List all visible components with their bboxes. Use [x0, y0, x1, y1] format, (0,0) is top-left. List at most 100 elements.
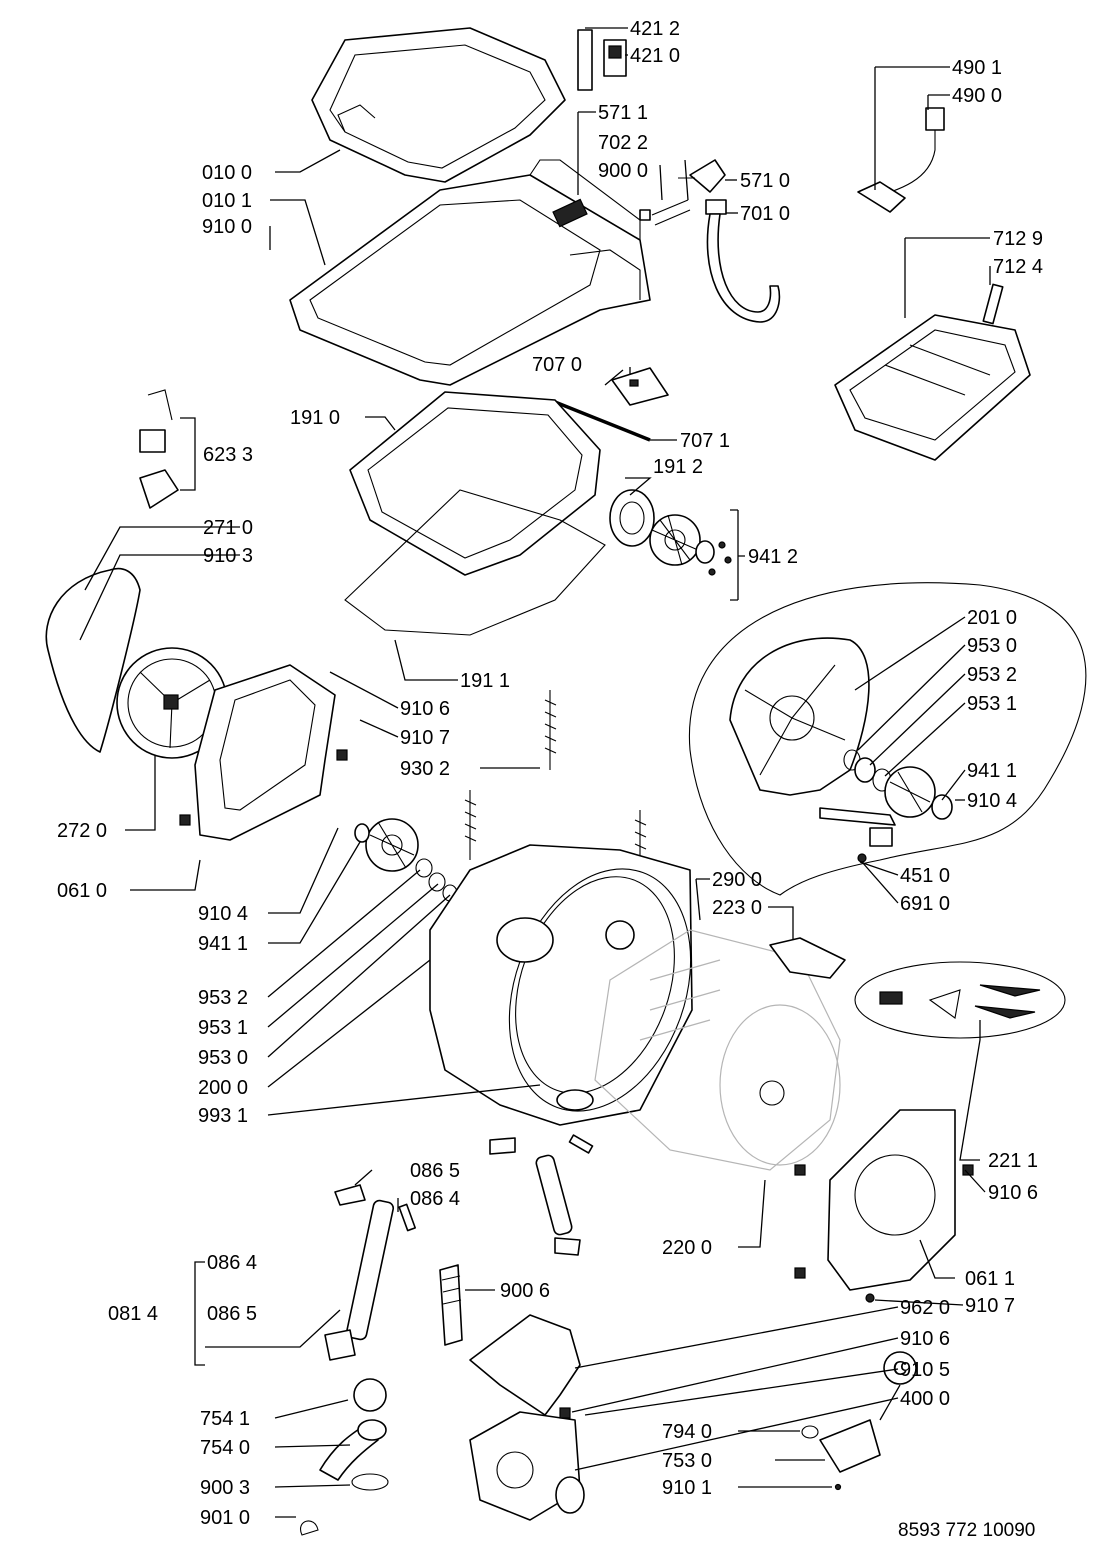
label-191-1: 191 1: [460, 670, 510, 692]
label-941-1: 941 1: [967, 760, 1017, 782]
part-rear-cover-061-0: [179, 664, 348, 841]
label-953-2-b: 953 2: [198, 987, 248, 1009]
part-shield-962: [469, 1314, 581, 1416]
label-910-3: 910 3: [203, 545, 253, 567]
part-drum-220: [594, 929, 841, 1171]
label-941-1-b: 941 1: [198, 933, 248, 955]
label-910-4: 910 4: [967, 790, 1017, 812]
label-061-1: 061 1: [965, 1268, 1015, 1290]
label-200-0: 200 0: [198, 1077, 248, 1099]
label-623-3: 623 3: [203, 444, 253, 466]
label-962-0: 962 0: [900, 1297, 950, 1319]
part-power-cord: [857, 107, 945, 213]
part-bracket-707: [611, 367, 669, 406]
label-910-5: 910 5: [900, 1359, 950, 1381]
label-953-1: 953 1: [967, 693, 1017, 715]
label-900-0: 900 0: [598, 160, 648, 182]
part-pulley-941-1-left: [354, 818, 458, 902]
label-753-0: 753 0: [662, 1450, 712, 1472]
label-191-0: 191 0: [290, 407, 340, 429]
label-081-4: 081 4: [108, 1303, 158, 1325]
part-lid-frame: [311, 27, 566, 183]
label-901-0: 901 0: [200, 1507, 250, 1529]
label-451-0: 451 0: [900, 865, 950, 887]
document-number: 8593 772 10090: [898, 1520, 1035, 1541]
part-gasket-191-1: [344, 489, 606, 636]
label-191-2: 191 2: [653, 456, 703, 478]
label-702-2: 702 2: [598, 132, 648, 154]
part-pump-400: [469, 1407, 585, 1521]
part-module-753: C: [801, 1351, 917, 1491]
label-421-2: 421 2: [630, 18, 680, 40]
label-754-0: 754 0: [200, 1437, 250, 1459]
part-drain-hose-754: [300, 1378, 389, 1536]
part-shock-absorber-081-4: [324, 1134, 594, 1361]
part-filter-900-6: [439, 1264, 463, 1346]
part-lifter-details-221-1: [854, 961, 1066, 1039]
part-pulley-941-2: [649, 514, 732, 576]
label-010-1: 010 1: [202, 190, 252, 212]
label-220-0: 220 0: [662, 1237, 712, 1259]
label-201-0: 201 0: [967, 607, 1017, 629]
label-941-2: 941 2: [748, 546, 798, 568]
label-910-4-b: 910 4: [198, 903, 248, 925]
part-tub-top-ring: [349, 391, 601, 576]
label-910-7: 910 7: [400, 727, 450, 749]
label-910-6-c: 910 6: [900, 1328, 950, 1350]
callout-circle-c-label: C: [893, 1358, 907, 1380]
part-bearing-191-2: [609, 489, 655, 547]
label-754-1: 754 1: [200, 1408, 250, 1430]
label-910-1: 910 1: [662, 1477, 712, 1499]
label-953-2: 953 2: [967, 664, 1017, 686]
label-910-6: 910 6: [400, 698, 450, 720]
part-lifter-223: [769, 937, 846, 979]
part-worktop-frame: [289, 159, 651, 386]
part-drive-belt: [45, 567, 141, 753]
label-691-0: 691 0: [900, 893, 950, 915]
label-086-4: 086 4: [410, 1188, 460, 1210]
label-086-5-b: 086 5: [207, 1303, 257, 1325]
label-086-5: 086 5: [410, 1160, 460, 1182]
label-061-0: 061 0: [57, 880, 107, 902]
part-water-valve-hose: [639, 159, 781, 323]
label-900-6: 900 6: [500, 1280, 550, 1302]
label-707-1: 707 1: [680, 430, 730, 452]
leader-lines: [79, 27, 991, 1518]
label-953-0-b: 953 0: [198, 1047, 248, 1069]
part-front-cover-061-1: [794, 1109, 974, 1303]
part-rear-tub-201: [688, 582, 1087, 896]
label-707-0: 707 0: [532, 354, 582, 376]
callout-circle-c: [883, 1351, 917, 1385]
label-953-1-b: 953 1: [198, 1017, 248, 1039]
label-910-7-b: 910 7: [965, 1295, 1015, 1317]
part-labels: 421 2 421 0 490 1 490 0 571 1 702 2 900 …: [57, 18, 1043, 1541]
label-712-9: 712 9: [993, 228, 1043, 250]
label-571-1: 571 1: [598, 102, 648, 124]
label-010-0: 010 0: [202, 162, 252, 184]
part-switch-623-3: [139, 389, 179, 509]
part-tub-200: [429, 844, 693, 1126]
label-701-0: 701 0: [740, 203, 790, 225]
part-dispenser-drawer: [834, 283, 1031, 461]
label-993-1: 993 1: [198, 1105, 248, 1127]
label-910-6-b: 910 6: [988, 1182, 1038, 1204]
part-module-421: [577, 29, 627, 91]
label-794-0: 794 0: [662, 1421, 712, 1443]
label-930-2: 930 2: [400, 758, 450, 780]
label-421-0: 421 0: [630, 45, 680, 67]
label-086-4-b: 086 4: [207, 1252, 257, 1274]
label-953-0: 953 0: [967, 635, 1017, 657]
label-900-3: 900 3: [200, 1477, 250, 1499]
label-271-0: 271 0: [203, 517, 253, 539]
label-490-0: 490 0: [952, 85, 1002, 107]
label-290-0: 290 0: [712, 869, 762, 891]
label-571-0: 571 0: [740, 170, 790, 192]
label-490-1: 490 1: [952, 57, 1002, 79]
label-223-0: 223 0: [712, 897, 762, 919]
label-910-0: 910 0: [202, 216, 252, 238]
label-400-0: 400 0: [900, 1388, 950, 1410]
label-712-4: 712 4: [993, 256, 1043, 278]
label-272-0: 272 0: [57, 820, 107, 842]
label-221-1: 221 1: [988, 1150, 1038, 1172]
